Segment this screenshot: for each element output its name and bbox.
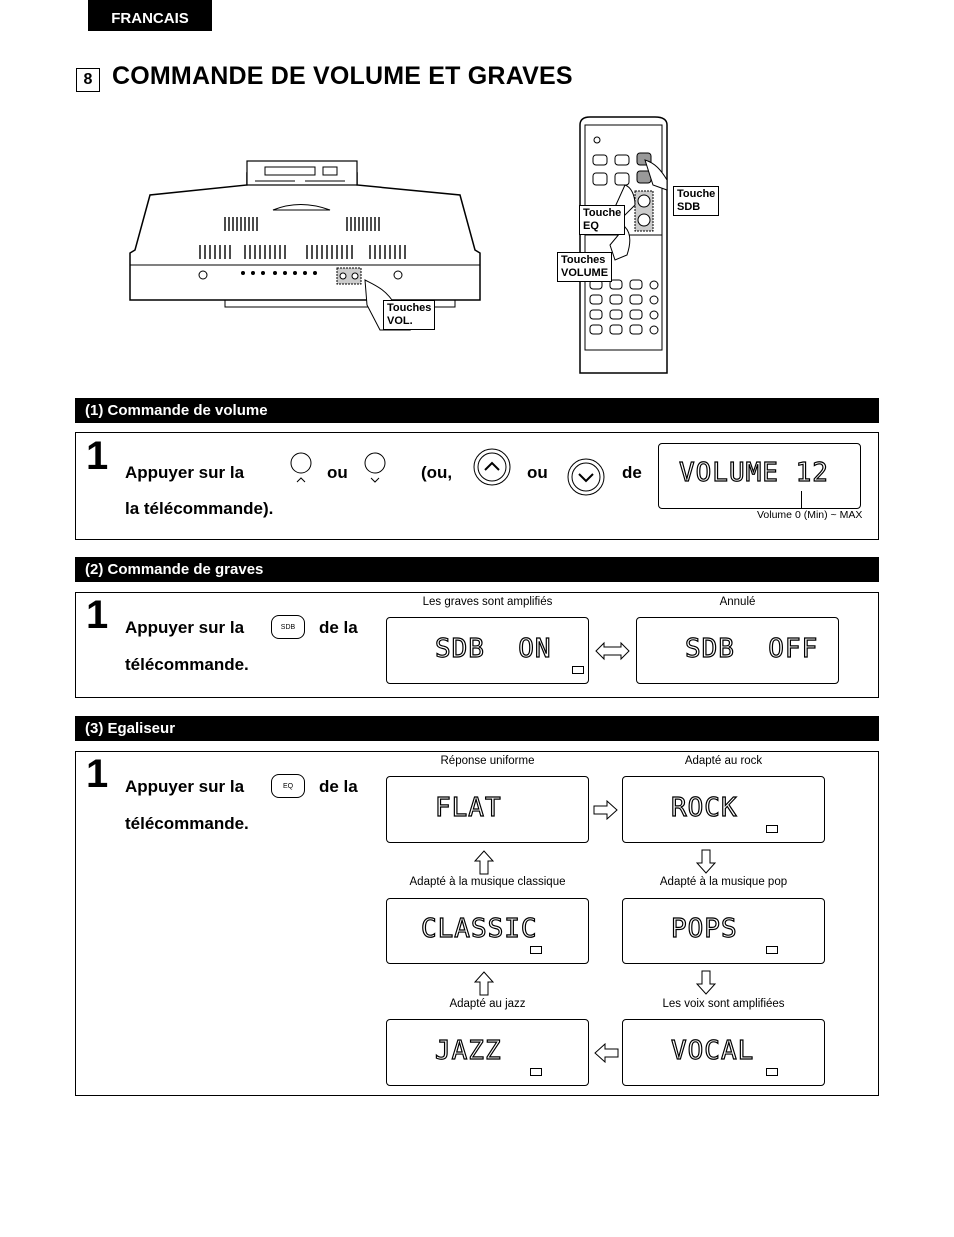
bass-instruction-start: Appuyer sur la bbox=[125, 618, 245, 637]
volume-pointer-line bbox=[801, 491, 802, 509]
remote-eq-label: Touche EQ bbox=[579, 205, 626, 235]
section-number: 8 bbox=[76, 68, 100, 92]
volume-display: VOLUME 12 bbox=[658, 443, 861, 509]
eq-jazz-display: JAZZ bbox=[386, 1019, 589, 1086]
volume-ou-paren: (ou, bbox=[421, 463, 453, 482]
sdb-on-display: SDB ON bbox=[386, 617, 589, 684]
volume-up-icon bbox=[290, 452, 312, 483]
language-tab: FRANCAIS bbox=[88, 0, 212, 31]
volume-instruction-line2: la télécommande). bbox=[125, 499, 274, 518]
eq-flat-caption: Réponse uniforme bbox=[440, 755, 535, 767]
eq-classic-indicator bbox=[530, 946, 542, 954]
eq-classic-display-text: CLASSIC bbox=[420, 913, 538, 944]
eq-rock-caption: Adapté au rock bbox=[684, 755, 763, 767]
eq-button-icon: EQ bbox=[271, 774, 305, 798]
eq-classic-caption: Adapté à la musique classique bbox=[409, 876, 566, 888]
eq-pops-display-text: POPS bbox=[670, 913, 738, 944]
sdb-button-icon: SDB bbox=[271, 615, 305, 639]
volume-de: de bbox=[622, 463, 642, 482]
bass-instruction-line2: télécommande. bbox=[125, 655, 249, 674]
remote-illustration bbox=[579, 116, 668, 374]
volume-range-caption: Volume 0 (Min) ~ MAX bbox=[757, 509, 863, 521]
volume-down-icon bbox=[364, 452, 386, 483]
volume-step-box bbox=[75, 432, 879, 540]
volume-section-heading: (1) Commande de volume bbox=[75, 398, 879, 423]
eq-rock-display-text: ROCK bbox=[670, 792, 738, 823]
eq-jazz-indicator bbox=[530, 1068, 542, 1076]
volume-instruction-start: Appuyer sur la bbox=[125, 463, 245, 482]
bass-de-la: de la bbox=[319, 618, 358, 637]
eq-step-number: 1 bbox=[86, 752, 109, 796]
arrow-down-icon-2 bbox=[696, 970, 716, 995]
arrow-up-icon-2 bbox=[474, 850, 494, 875]
remote-sdb-label: Touche SDB bbox=[673, 186, 720, 216]
eq-classic-display: CLASSIC bbox=[386, 898, 589, 964]
eq-rock-indicator bbox=[766, 825, 778, 833]
sdb-on-indicator bbox=[572, 666, 584, 674]
volume-ou-2: ou bbox=[527, 463, 548, 482]
unit-illustration bbox=[129, 160, 481, 331]
bass-section-heading: (2) Commande de graves bbox=[75, 557, 879, 582]
eq-jazz-display-text: JAZZ bbox=[434, 1035, 502, 1066]
eq-de-la: de la bbox=[319, 777, 358, 796]
eq-section-heading: (3) Egaliseur bbox=[75, 716, 879, 741]
eq-step-box bbox=[75, 751, 879, 1096]
sdb-off-display-text: SDB OFF bbox=[684, 633, 819, 664]
eq-pops-indicator bbox=[766, 946, 778, 954]
eq-vocal-indicator bbox=[766, 1068, 778, 1076]
bass-off-caption: Annulé bbox=[719, 596, 756, 608]
volume-ou-1: ou bbox=[327, 463, 348, 482]
volume-display-text: VOLUME 12 bbox=[678, 457, 829, 488]
arrow-right-icon bbox=[593, 800, 618, 820]
eq-flat-display: FLAT bbox=[386, 776, 589, 843]
eq-vocal-caption: Les voix sont amplifiées bbox=[662, 998, 785, 1010]
toggle-arrow-icon bbox=[595, 641, 630, 661]
sdb-off-display: SDB OFF bbox=[636, 617, 839, 684]
bass-step-number: 1 bbox=[86, 593, 109, 637]
eq-vocal-display: VOCAL bbox=[622, 1019, 825, 1086]
remote-volume-down-icon bbox=[567, 458, 605, 496]
unit-vol-keys-label: Touches VOL. bbox=[383, 300, 436, 330]
eq-instruction-start: Appuyer sur la bbox=[125, 777, 245, 796]
arrow-up-icon bbox=[474, 971, 494, 996]
remote-volume-up-icon bbox=[473, 448, 511, 486]
bass-step-box bbox=[75, 592, 879, 698]
eq-pops-display: POPS bbox=[622, 898, 825, 964]
remote-volume-label: Touches VOLUME bbox=[557, 252, 613, 282]
bass-on-caption: Les graves sont amplifiés bbox=[422, 596, 553, 608]
eq-flat-display-text: FLAT bbox=[434, 792, 502, 823]
eq-rock-display: ROCK bbox=[622, 776, 825, 843]
sdb-on-display-text: SDB ON bbox=[434, 633, 552, 664]
eq-instruction-line2: télécommande. bbox=[125, 814, 249, 833]
page-title: COMMANDE DE VOLUME ET GRAVES bbox=[112, 62, 573, 90]
eq-vocal-display-text: VOCAL bbox=[670, 1035, 755, 1066]
eq-jazz-caption: Adapté au jazz bbox=[449, 998, 526, 1010]
arrow-down-icon bbox=[696, 849, 716, 874]
arrow-left-icon bbox=[594, 1043, 619, 1063]
volume-step-number: 1 bbox=[86, 434, 109, 478]
eq-pops-caption: Adapté à la musique pop bbox=[659, 876, 788, 888]
